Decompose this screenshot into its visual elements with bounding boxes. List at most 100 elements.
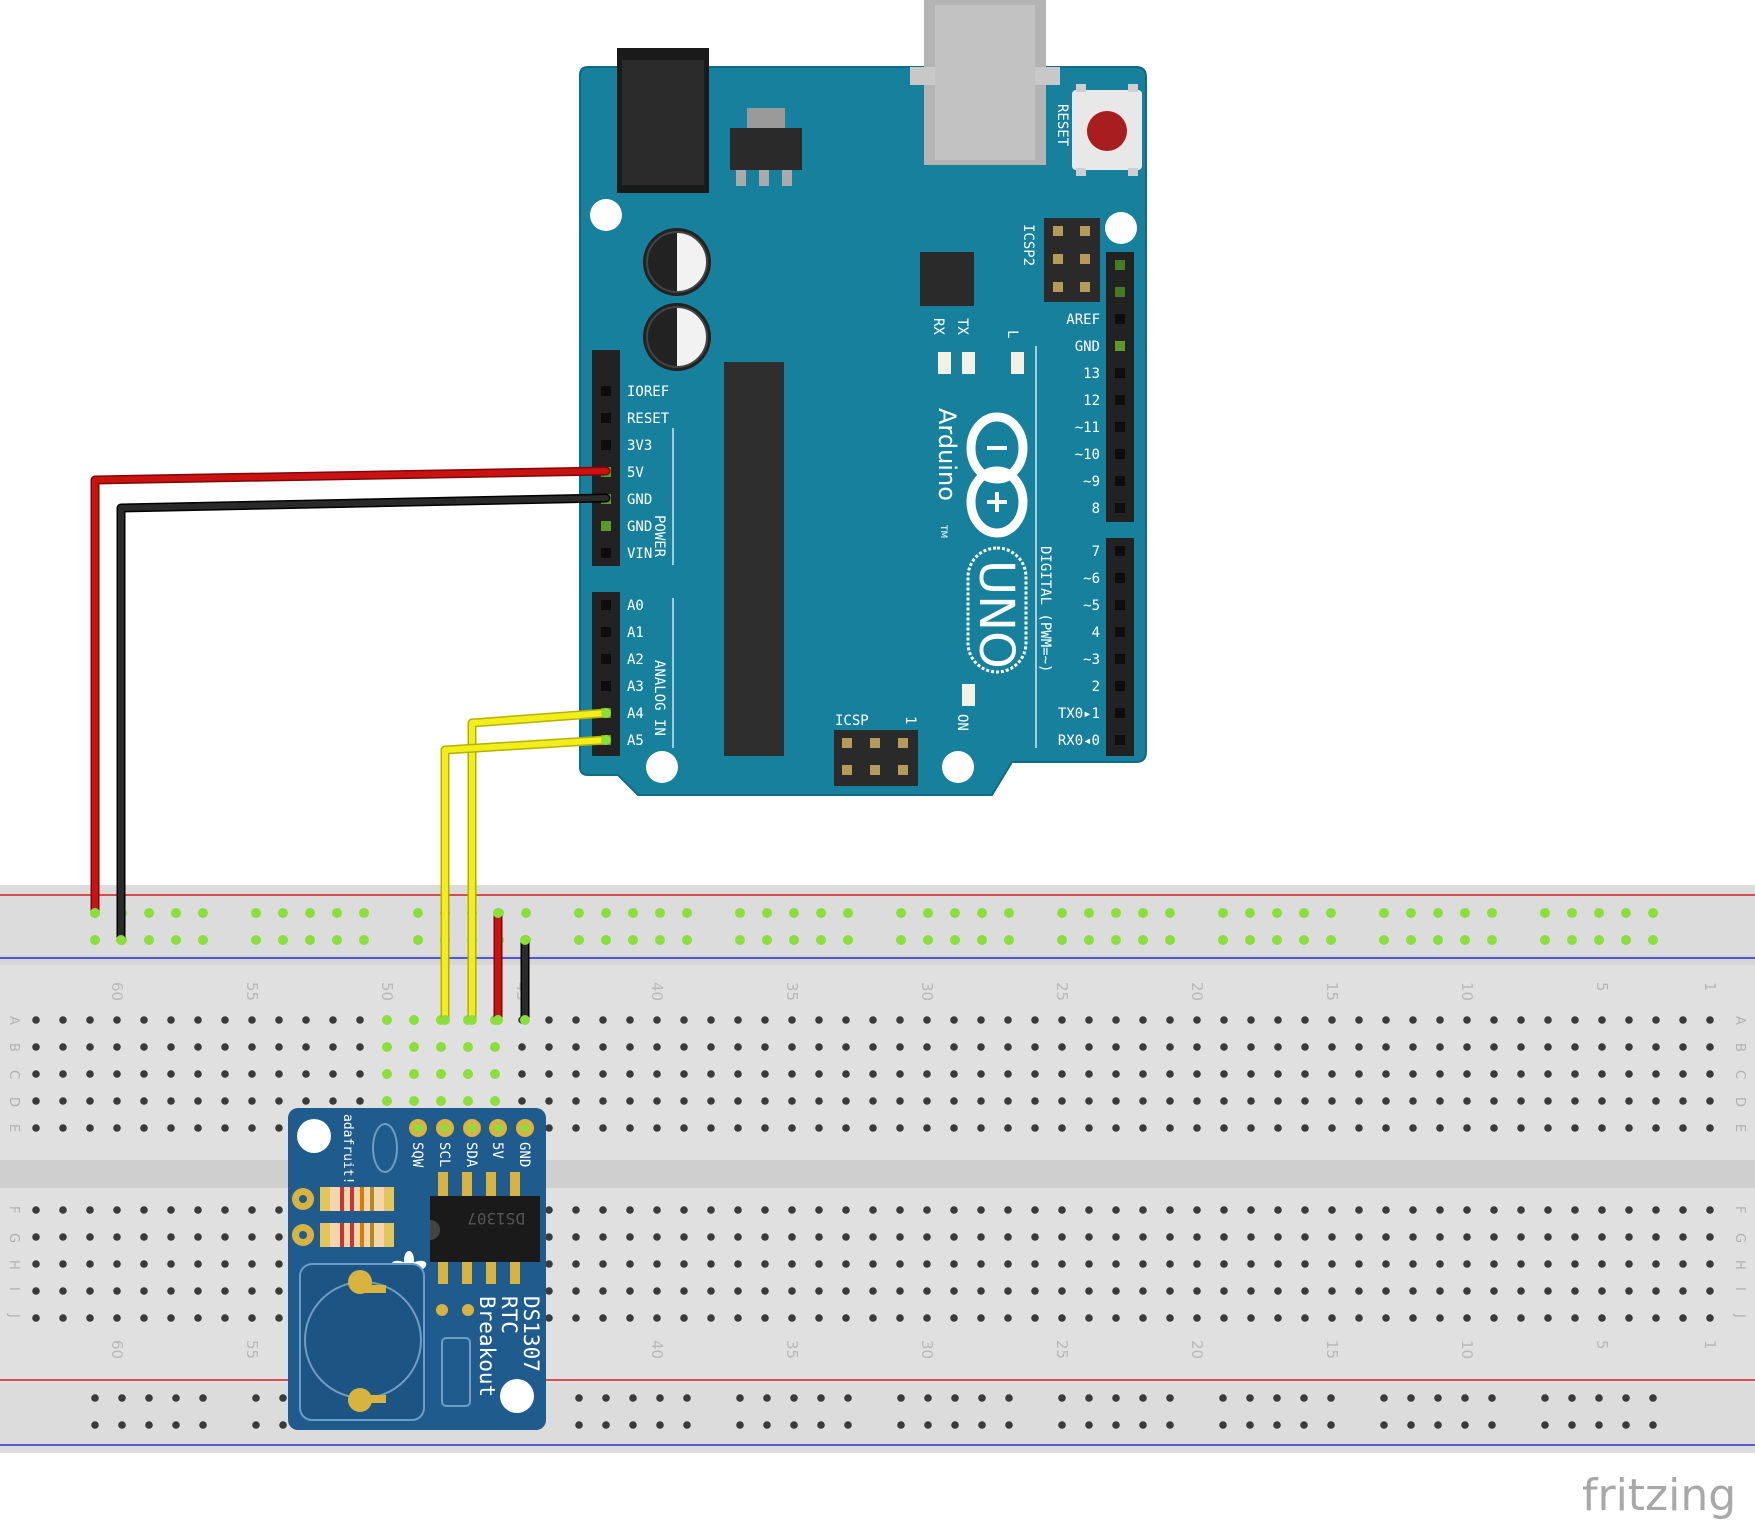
pin-label: A0 — [627, 598, 644, 614]
pin-label: A4 — [627, 706, 644, 722]
pin-label: ~3 — [1083, 652, 1100, 668]
breadboard-column-number: 55 — [243, 982, 261, 1001]
breadboard-column-number: 10 — [1458, 982, 1476, 1001]
pin-label: A3 — [627, 679, 644, 695]
tx-label: TX — [954, 318, 970, 335]
breadboard-column-number: 20 — [1188, 1340, 1206, 1359]
header-pin — [601, 681, 611, 691]
capacitor — [643, 303, 711, 371]
breadboard-column-number: 1 — [1701, 982, 1719, 992]
pin-label: 3V3 — [627, 438, 652, 454]
pin-label: 8 — [1092, 501, 1100, 517]
analog-in-label: ANALOG IN — [651, 660, 667, 736]
breadboard-column-number: 30 — [918, 1340, 936, 1359]
icsp2-header — [1044, 218, 1100, 302]
breadboard-column-number: 25 — [1053, 1340, 1071, 1359]
arduino-brand: Arduino — [933, 408, 961, 501]
digital-label: DIGITAL (PWM=~) — [1037, 546, 1053, 672]
breadboard-row-letter: E — [1732, 1124, 1747, 1132]
power-header — [592, 350, 620, 566]
pin-label: ~11 — [1075, 420, 1100, 436]
mounting-hole — [590, 199, 622, 231]
breadboard-column-number: 15 — [1323, 982, 1341, 1001]
reset-label: RESET — [1054, 104, 1070, 147]
rtc-title-line1: DS1307 — [519, 1296, 543, 1372]
breadboard-row-letter: E — [6, 1124, 21, 1132]
mounting-hole — [646, 751, 678, 783]
resistor — [320, 1223, 394, 1247]
header-pin — [1115, 708, 1125, 718]
breadboard-column-number: 10 — [1458, 1340, 1476, 1359]
header-pin — [1115, 627, 1125, 637]
icsp-label: ICSP — [835, 713, 869, 729]
header-pin — [1115, 395, 1125, 405]
adafruit-brand: adafruit! — [340, 1114, 355, 1184]
pin-label: ~9 — [1083, 474, 1100, 490]
pin-label: 7 — [1092, 544, 1100, 560]
breadboard-row-letter: D — [1732, 1097, 1747, 1107]
pin-label: A5 — [627, 733, 644, 749]
breadboard-row-letter: A — [1732, 1016, 1747, 1025]
icsp-pin-one-label: 1 — [902, 716, 918, 724]
on-label: ON — [954, 714, 970, 731]
icsp2-label: ICSP2 — [1020, 224, 1036, 266]
breadboard-row-letter: A — [6, 1016, 21, 1025]
reset-button[interactable] — [1072, 84, 1142, 176]
header-pin — [1115, 681, 1125, 691]
led-indicators — [938, 352, 1024, 706]
breadboard-row-letter: B — [1732, 1043, 1747, 1052]
header-pin — [1115, 341, 1125, 351]
header-pin — [601, 548, 611, 558]
breadboard-row-letter: H — [1732, 1260, 1747, 1270]
header-pin — [601, 386, 611, 396]
breadboard-row-letter: G — [1732, 1233, 1747, 1243]
pin-label: ~10 — [1075, 447, 1100, 463]
pin-label: VIN — [627, 546, 652, 562]
header-pin — [1115, 287, 1125, 297]
rtc-title-line2: RTC — [497, 1296, 521, 1334]
resistor — [320, 1187, 394, 1211]
pin-label: GND — [1075, 339, 1100, 355]
breadboard-row-letter: I — [6, 1287, 21, 1291]
breadboard: 6060555550504545404035353030252520201515… — [0, 885, 1755, 1453]
pin-label: A1 — [627, 625, 644, 641]
pin-label: IOREF — [627, 384, 669, 400]
header-pin — [601, 654, 611, 664]
breadboard-row-letter: F — [6, 1206, 21, 1213]
wire-5v — [90, 466, 611, 918]
arduino-uno-board: RESET ICSP2 ICSP 1 TX — [579, 0, 1147, 796]
breadboard-row-letter: I — [1732, 1287, 1747, 1291]
breadboard-column-number: 40 — [648, 982, 666, 1001]
icsp-header — [834, 730, 918, 786]
breadboard-row-letter: C — [6, 1070, 21, 1079]
rtc-pin-label: 5V — [489, 1142, 505, 1159]
pin-label: 5V — [627, 465, 644, 481]
coin-cell-holder — [299, 1263, 425, 1421]
breadboard-column-number: 60 — [108, 1340, 126, 1359]
header-pin — [1115, 260, 1125, 270]
ds1307-chip — [430, 1172, 540, 1284]
header-pin — [601, 600, 611, 610]
digital-header-bottom — [1106, 538, 1134, 756]
arduino-trademark: TM — [938, 524, 948, 538]
pin-label: AREF — [1066, 312, 1100, 328]
header-pin — [601, 440, 611, 450]
uno-badge — [966, 546, 1028, 674]
breadboard-column-number: 5 — [1593, 982, 1611, 992]
uno-model: UNO — [968, 560, 1024, 669]
arduino-logo — [966, 412, 1028, 538]
breadboard-column-number: 25 — [1053, 982, 1071, 1001]
breadboard-row-letter: B — [6, 1043, 21, 1052]
header-pin — [1115, 314, 1125, 324]
breadboard-row-letter: C — [1732, 1070, 1747, 1079]
rx-label: RX — [930, 318, 946, 335]
header-pin — [1115, 368, 1125, 378]
mounting-hole — [500, 1379, 534, 1413]
ds1307-chip-label: DS1307 — [467, 1209, 525, 1228]
wires — [90, 466, 611, 1025]
header-pin — [1115, 503, 1125, 513]
pin-label: 12 — [1083, 393, 1100, 409]
voltage-regulator — [730, 108, 802, 186]
pin-label: 13 — [1083, 366, 1100, 382]
